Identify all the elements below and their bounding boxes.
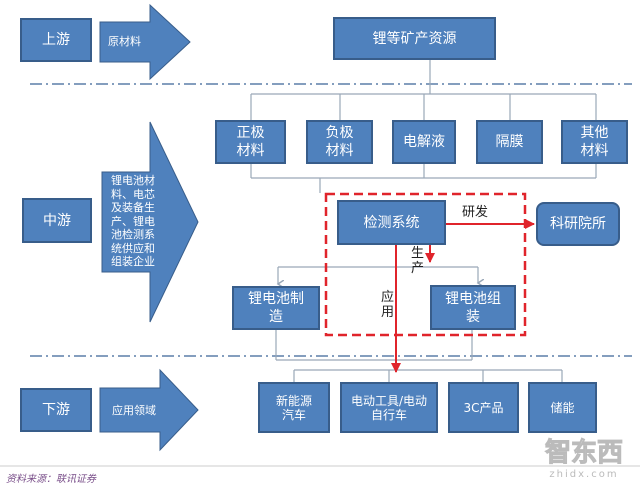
- watermark: 智东西 zhidx.com: [544, 432, 624, 481]
- midstream-label: 中游: [22, 198, 92, 243]
- application-box: 3C产品: [448, 382, 519, 433]
- highlight-dashed-frame: [324, 192, 527, 337]
- midstream-desc: 锂电池材料、电芯及装备生产、锂电池检测系统供应和组装企业: [111, 174, 155, 268]
- material-box: 负极材料: [306, 120, 373, 164]
- downstream-arrow: [99, 368, 199, 452]
- downstream-desc: 应用领域: [112, 404, 156, 417]
- downstream-label: 下游: [20, 388, 92, 432]
- application-box: 电动工具/电动自行车: [340, 382, 438, 433]
- manufacture-box: 锂电池制造: [232, 286, 320, 330]
- upstream-label: 上游: [20, 18, 92, 62]
- assembly-box: 锂电池组装: [430, 285, 516, 330]
- upstream-desc: 原材料: [108, 35, 141, 48]
- application-label: 应用: [381, 290, 395, 320]
- production-label: 生产: [411, 246, 425, 276]
- application-box: 储能: [528, 382, 597, 433]
- research-institute-box: 科研院所: [536, 202, 620, 246]
- watermark-logo: 智东西: [544, 438, 624, 469]
- watermark-url: zhidx.com: [549, 469, 619, 480]
- application-box: 新能源汽车: [258, 382, 330, 433]
- rd-label: 研发: [462, 205, 489, 220]
- detection-system-box: 检测系统: [337, 200, 446, 245]
- source-note: 资料来源：联讯证券: [6, 474, 96, 485]
- midstream-arrow: [101, 121, 199, 323]
- material-box: 其他材料: [561, 120, 628, 164]
- upstream-arrow: [99, 3, 191, 81]
- material-box: 电解液: [392, 120, 456, 164]
- material-box: 正极材料: [215, 120, 286, 164]
- material-box: 隔膜: [476, 120, 543, 164]
- resource-box: 锂等矿产资源: [333, 17, 496, 60]
